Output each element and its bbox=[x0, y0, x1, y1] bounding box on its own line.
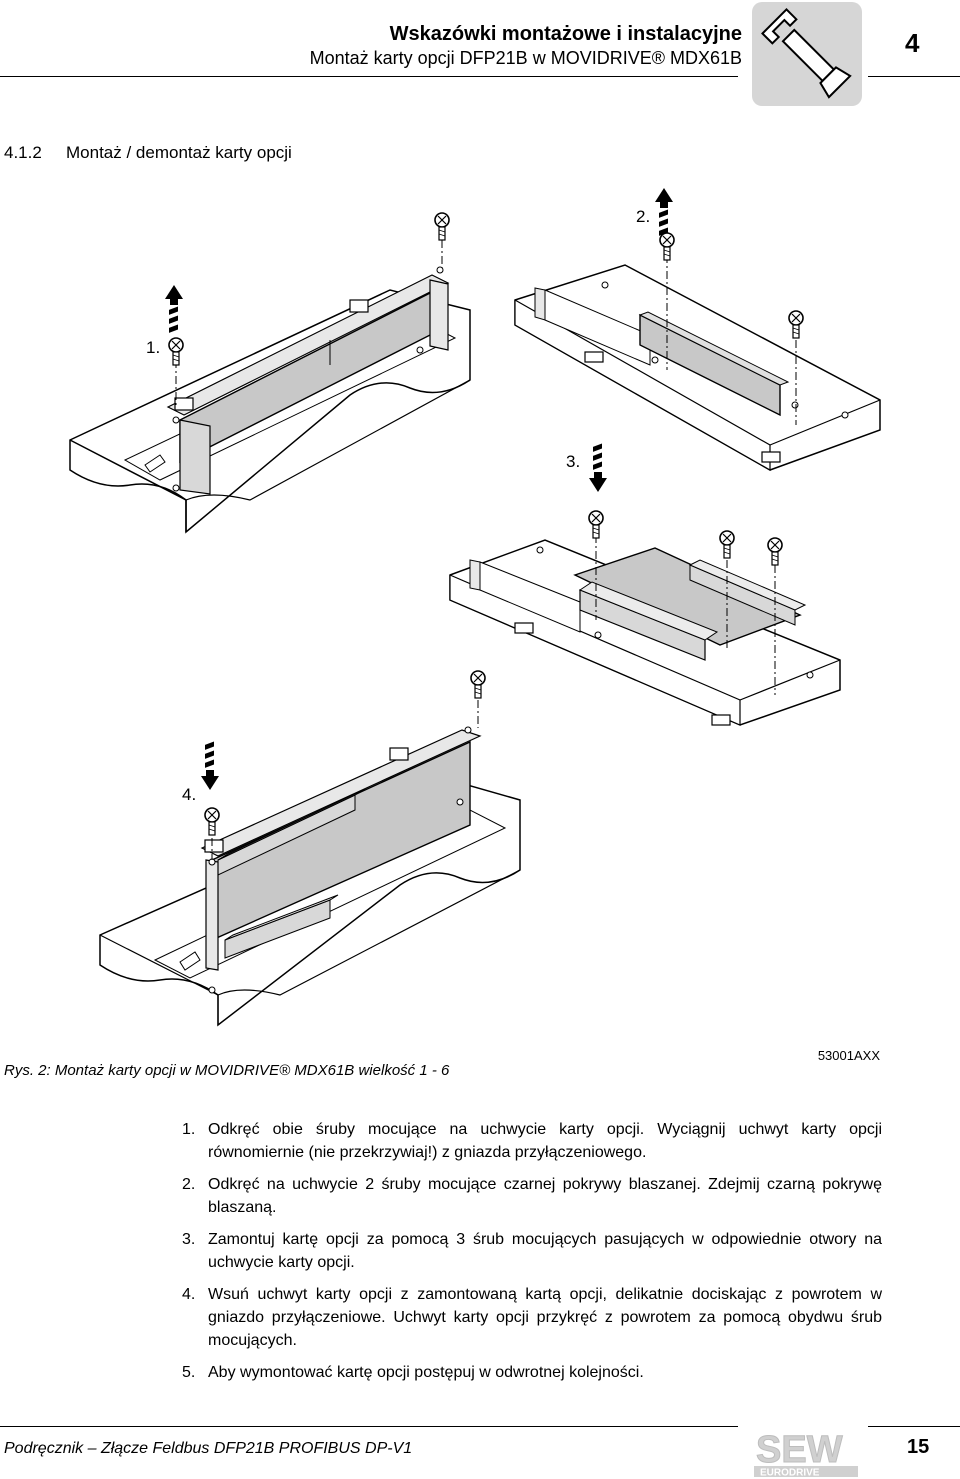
logo-subtext: EURODRIVE bbox=[760, 1468, 820, 1479]
mounting-figure: 1. 2. bbox=[69, 188, 881, 1027]
panel-4-holder-reinsert: 4. bbox=[99, 670, 521, 1027]
section-heading: 4.1.2 Montaż / demontaż karty opcji bbox=[4, 142, 292, 164]
figure-code: 53001AXX bbox=[817, 1048, 880, 1063]
wrench-icon bbox=[761, 8, 852, 99]
section-title: Montaż / demontaż karty opcji bbox=[66, 143, 292, 162]
chapter-icon-box bbox=[752, 2, 862, 106]
step-text: Odkręć na uchwycie 2 śruby mocujące czar… bbox=[208, 1176, 882, 1216]
step-label-2: 2. bbox=[636, 207, 650, 226]
step-item: 1. Odkręć obie śruby mocujące na uchwycie… bbox=[182, 1118, 882, 1164]
footer-manual-title: Podręcznik – Złącze Feldbus DFP21B PROFI… bbox=[4, 1440, 413, 1457]
panel-2-cover-removal: 2. bbox=[514, 188, 881, 472]
sew-eurodrive-logo: SEW EURODRIVE bbox=[754, 1429, 858, 1479]
step-number: 5. bbox=[182, 1364, 196, 1381]
step-number: 2. bbox=[182, 1176, 196, 1193]
step-label-1: 1. bbox=[146, 338, 160, 357]
step-number: 1. bbox=[182, 1121, 196, 1138]
header-rule bbox=[0, 76, 738, 77]
step-label-4: 4. bbox=[182, 785, 196, 804]
figure-caption: Rys. 2: Montaż karty opcji w MOVIDRIVE® … bbox=[4, 1062, 450, 1079]
header-title: Wskazówki montażowe i instalacyjne bbox=[389, 23, 742, 45]
step-item: 5. Aby wymontować kartę opcji postępuj w … bbox=[182, 1361, 882, 1384]
step-text: Aby wymontować kartę opcji postępuj w od… bbox=[208, 1364, 644, 1381]
panel-1-holder-in-unit: 1. bbox=[69, 212, 471, 534]
step-text: Wsuń uchwyt karty opcji z zamontowaną ka… bbox=[208, 1286, 882, 1349]
page-number: 15 bbox=[907, 1436, 930, 1458]
step-item: 3. Zamontuj kartę opcji za pomocą 3 śrub … bbox=[182, 1228, 882, 1274]
logo-text: SEW bbox=[756, 1429, 843, 1471]
section-number: 4.1.2 bbox=[4, 143, 42, 162]
panel-3-card-mounting: 3. bbox=[449, 443, 841, 726]
step-number: 3. bbox=[182, 1231, 196, 1248]
step-item: 4. Wsuń uchwyt karty opcji z zamontowaną … bbox=[182, 1283, 882, 1352]
footer-rule bbox=[0, 1426, 738, 1427]
step-label-3: 3. bbox=[566, 452, 580, 471]
step-text: Zamontuj kartę opcji za pomocą 3 śrub mo… bbox=[208, 1231, 882, 1271]
step-text: Odkręć obie śruby mocujące na uchwycie k… bbox=[208, 1121, 882, 1161]
instruction-steps: 1. Odkręć obie śruby mocujące na uchwycie… bbox=[182, 1118, 882, 1393]
header-rule-right bbox=[868, 76, 960, 77]
header-subtitle: Montaż karty opcji DFP21B w MOVIDRIVE® M… bbox=[309, 48, 742, 68]
footer-rule-right bbox=[868, 1426, 960, 1427]
step-item: 2. Odkręć na uchwycie 2 śruby mocujące cz… bbox=[182, 1173, 882, 1219]
chapter-number: 4 bbox=[905, 28, 920, 58]
step-number: 4. bbox=[182, 1286, 196, 1303]
